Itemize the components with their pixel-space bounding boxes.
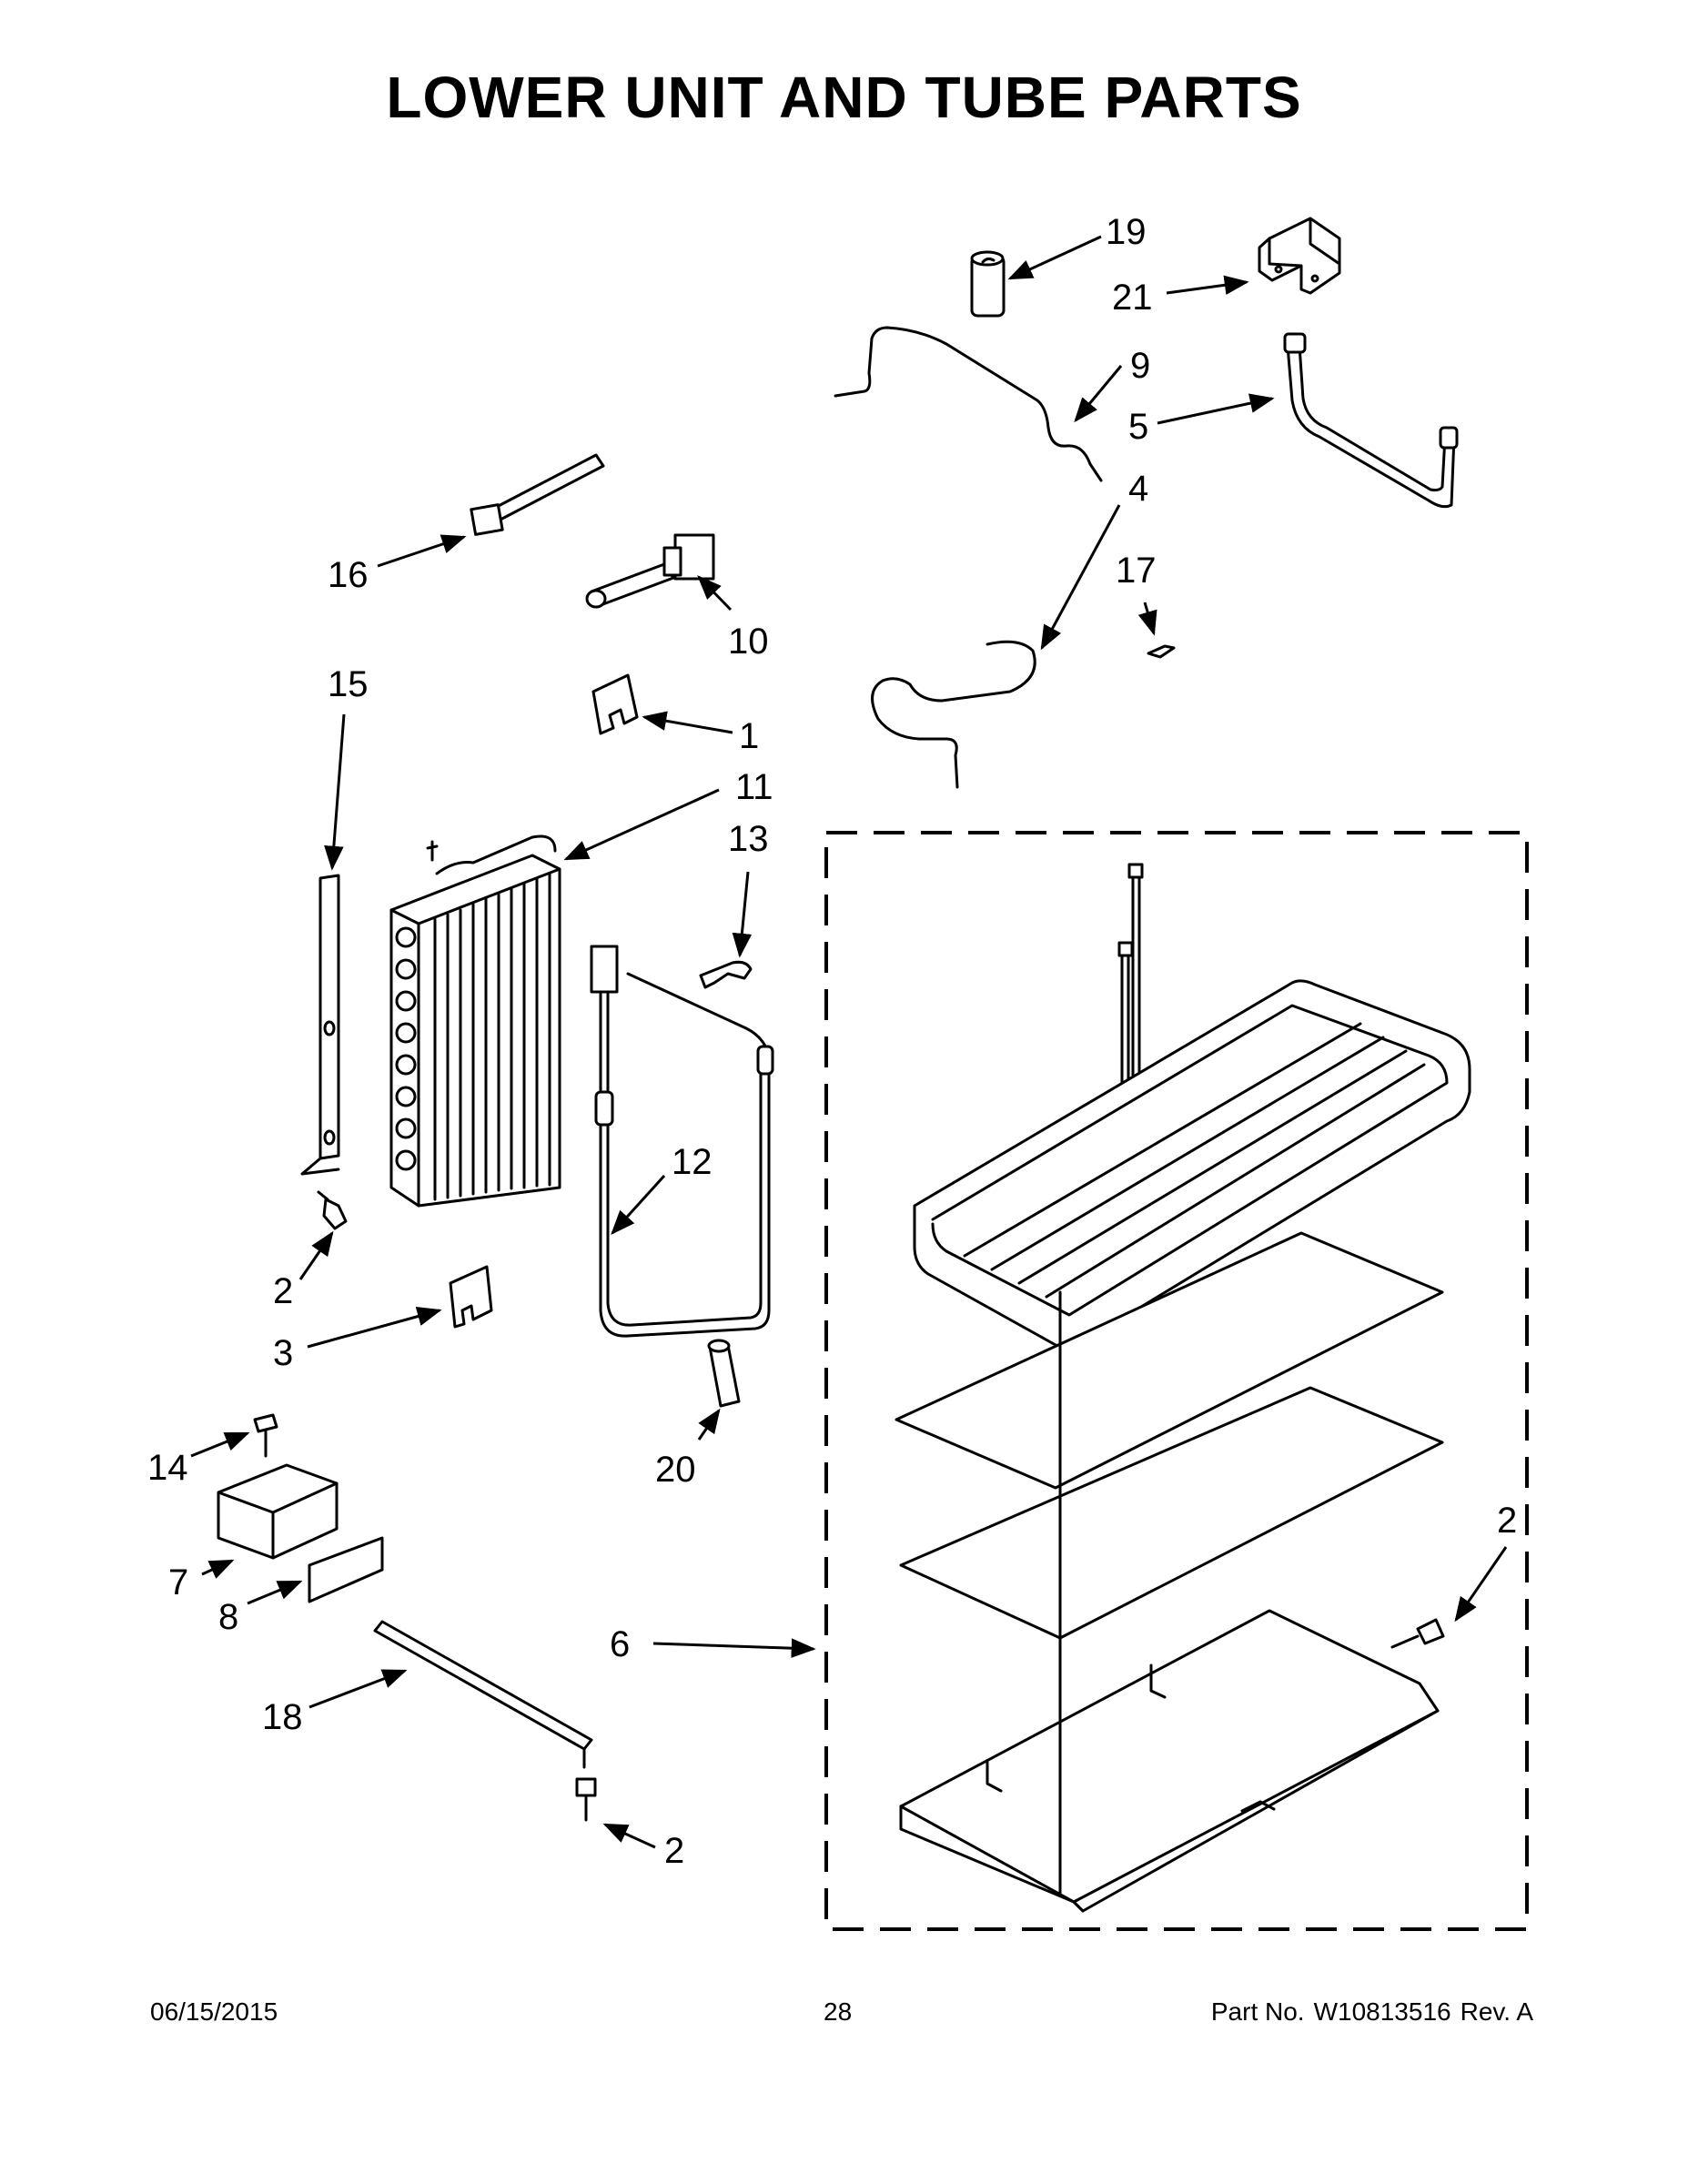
leader-21 — [1166, 275, 1249, 295]
callout-1: 1 — [739, 716, 759, 756]
callout-4: 4 — [1128, 469, 1148, 509]
part-number: W10813516 — [1313, 1997, 1451, 2026]
part-5-tube — [1283, 332, 1459, 509]
part-2-screw — [1390, 1618, 1445, 1649]
leader-20 — [697, 1408, 721, 1441]
part-13-clip — [699, 960, 753, 989]
part-16-cable-tie — [470, 453, 605, 536]
leader-13 — [732, 871, 753, 958]
footer-page-number: 28 — [824, 1997, 853, 2026]
callout-5: 5 — [1128, 407, 1148, 447]
callout-12: 12 — [672, 1142, 713, 1182]
part-label: Part No. — [1210, 1997, 1305, 2026]
leader-8 — [247, 1580, 303, 1605]
callout-17: 17 — [1116, 551, 1157, 591]
leader-6 — [652, 1638, 816, 1658]
callout-19: 19 — [1106, 212, 1147, 252]
part-18-strip — [373, 1620, 593, 1769]
part-6-assembly — [895, 863, 1471, 1913]
leader-2c — [602, 1823, 656, 1849]
part-1-clip — [591, 673, 639, 735]
part-15-strap — [300, 874, 340, 1176]
footer-date: 06/15/2015 — [150, 1997, 278, 2026]
leader-4 — [1040, 504, 1121, 651]
leader-2 — [298, 1230, 334, 1280]
leader-12 — [611, 1174, 666, 1236]
part-7-box — [217, 1463, 339, 1560]
callout-20: 20 — [655, 1450, 696, 1490]
callout-10: 10 — [728, 622, 769, 662]
callout-3: 3 — [273, 1333, 293, 1373]
part-11-condenser — [389, 834, 561, 1208]
part-4-tube — [871, 640, 1036, 789]
part-8-plate — [308, 1536, 384, 1603]
leader-11 — [563, 788, 720, 861]
leader-9 — [1074, 365, 1123, 423]
callout-18: 18 — [262, 1697, 303, 1737]
callout-6: 6 — [610, 1624, 630, 1664]
leader-1 — [642, 711, 733, 734]
part-10-sensor — [585, 533, 715, 609]
leader-3 — [307, 1307, 442, 1349]
part-19-cylinder — [970, 250, 1006, 318]
part-21-bracket — [1258, 217, 1341, 295]
part-2-screw — [317, 1190, 348, 1230]
callout-9: 9 — [1130, 346, 1150, 386]
callout-15: 15 — [328, 664, 369, 704]
part-17-clip — [1147, 644, 1176, 659]
leader-15 — [324, 713, 346, 871]
leader-5 — [1157, 393, 1275, 425]
part-2-screw — [575, 1777, 597, 1822]
callout-13: 13 — [728, 819, 769, 859]
callout-7: 7 — [168, 1562, 188, 1603]
part-20-sleeve — [707, 1339, 741, 1408]
leader-10 — [697, 575, 733, 612]
leader-16 — [377, 534, 467, 568]
leader-2b — [1454, 1546, 1508, 1623]
part-6-group-box — [824, 831, 1529, 1931]
revision: Rev. A — [1460, 1997, 1533, 2026]
page-title: LOWER UNIT AND TUBE PARTS — [386, 65, 1302, 130]
footer-part-number: Part No. W10813516 Rev. A — [1202, 1997, 1533, 2027]
leader-7 — [201, 1559, 235, 1579]
leader-19 — [1007, 235, 1102, 280]
leader-18 — [308, 1669, 408, 1709]
callout-2: 2 — [664, 1831, 684, 1871]
part-9-tube — [834, 326, 1103, 482]
callout-16: 16 — [328, 555, 369, 595]
callout-14: 14 — [147, 1448, 188, 1488]
part-14-screw — [253, 1413, 278, 1458]
callout-11: 11 — [735, 767, 773, 807]
part-12-harness — [590, 945, 774, 1338]
callout-21: 21 — [1112, 278, 1153, 318]
callout-2: 2 — [1497, 1501, 1517, 1541]
callout-8: 8 — [218, 1597, 238, 1637]
part-3-bracket — [449, 1265, 493, 1329]
callout-2: 2 — [273, 1271, 293, 1311]
leader-17 — [1137, 602, 1157, 636]
leader-14 — [190, 1431, 250, 1458]
